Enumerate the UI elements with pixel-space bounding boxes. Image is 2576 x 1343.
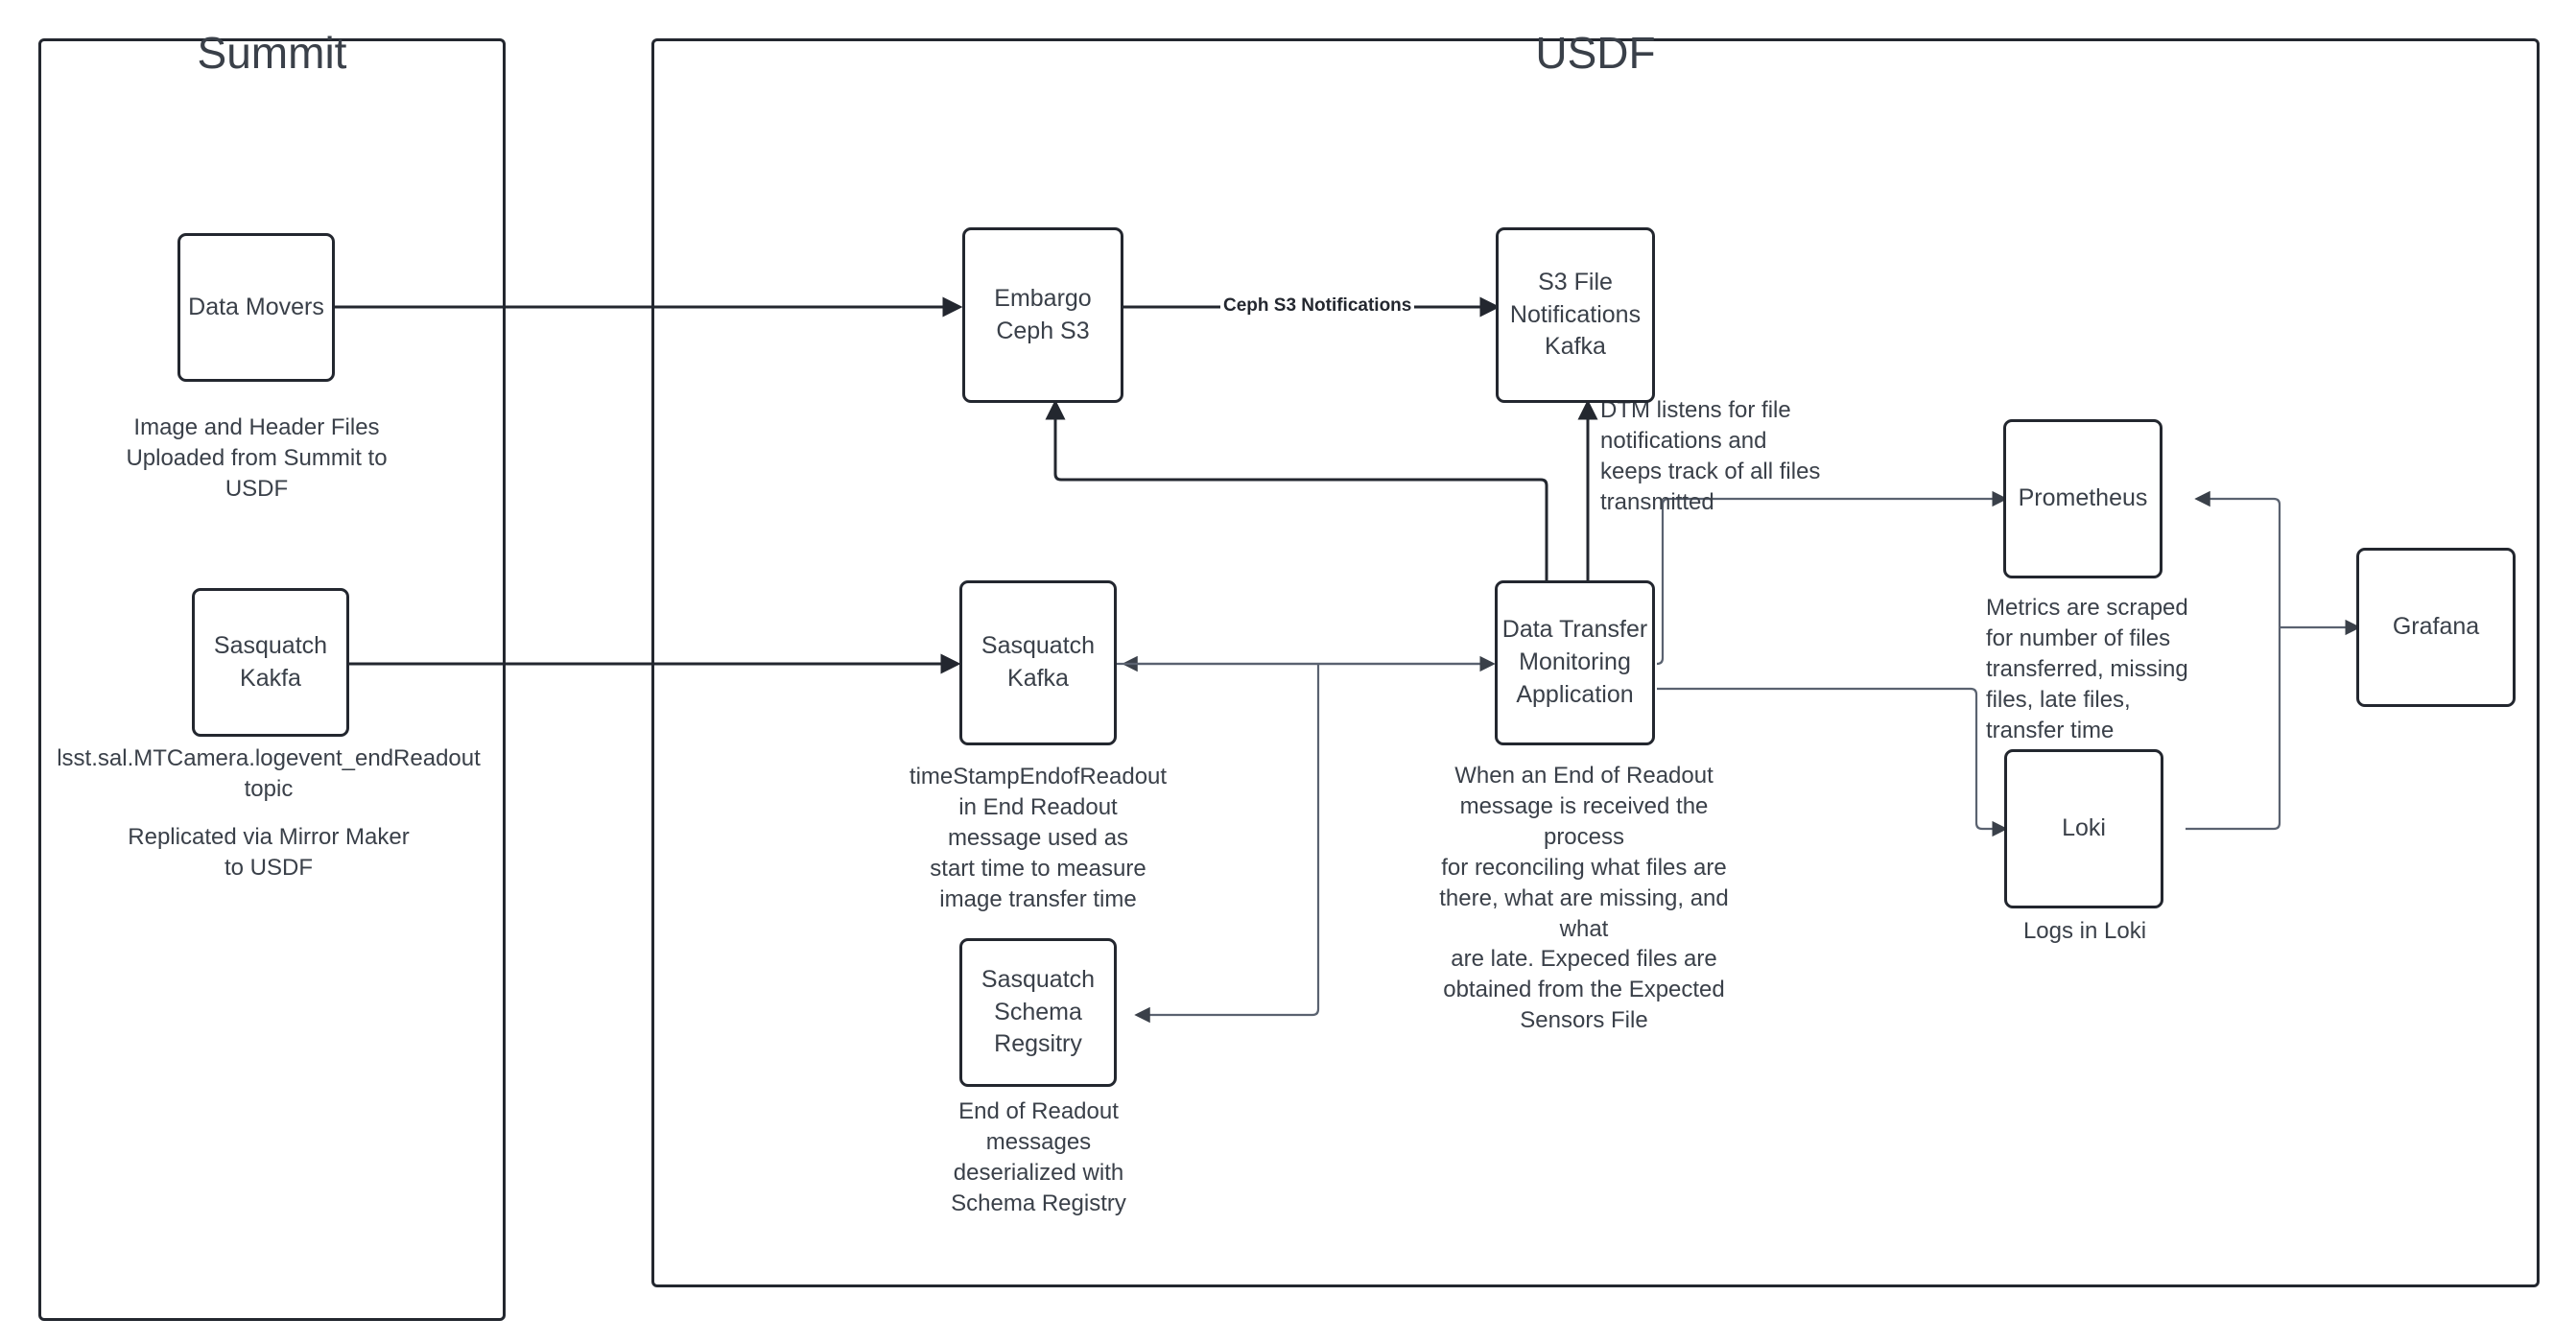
node-s3-file-notifications-kafka[interactable]: S3 File Notifications Kafka <box>1496 227 1655 403</box>
node-loki[interactable]: Loki <box>2004 749 2163 908</box>
node-data-movers[interactable]: Data Movers <box>177 233 335 382</box>
node-data-transfer-monitoring-application[interactable]: Data Transfer Monitoring Application <box>1495 580 1655 745</box>
node-summit-sasquatch-kafka[interactable]: Sasquatch Kakfa <box>192 588 349 737</box>
node-prometheus[interactable]: Prometheus <box>2003 419 2162 578</box>
caption-summit-kafka-replication: Replicated via Mirror Maker to USDF <box>128 824 410 881</box>
caption-prometheus-note: Metrics are scraped for number of files … <box>1986 595 2188 743</box>
caption-data-movers-note: Image and Header Files Uploaded from Sum… <box>126 414 388 502</box>
caption-schema-registry-note: End of Readout messages deserialized wit… <box>951 1098 1126 1216</box>
caption-dtm-listens-note: DTM listens for file notifications and k… <box>1600 397 1821 515</box>
zone-usdf-title: USDF <box>1535 28 1656 78</box>
zone-summit <box>38 38 506 1321</box>
caption-loki-note: Logs in Loki <box>2022 918 2147 944</box>
caption-summit-kafka-topic: lsst.sal.MTCamera.logevent_endReadout to… <box>57 745 481 802</box>
caption-usdf-kafka-note: timeStampEndofReadout in End Readout mes… <box>909 764 1168 912</box>
edge-label-ceph-s3-notifications: Ceph S3 Notifications <box>1220 295 1415 317</box>
node-grafana[interactable]: Grafana <box>2356 548 2516 707</box>
caption-dtm-process-note: When an End of Readout message is receiv… <box>1439 763 1729 1034</box>
zone-summit-title: Summit <box>197 28 347 78</box>
node-usdf-sasquatch-kafka[interactable]: Sasquatch Kafka <box>959 580 1117 745</box>
node-sasquatch-schema-registry[interactable]: Sasquatch Schema Regsitry <box>959 938 1117 1087</box>
node-embargo-ceph-s3[interactable]: Embargo Ceph S3 <box>962 227 1123 403</box>
